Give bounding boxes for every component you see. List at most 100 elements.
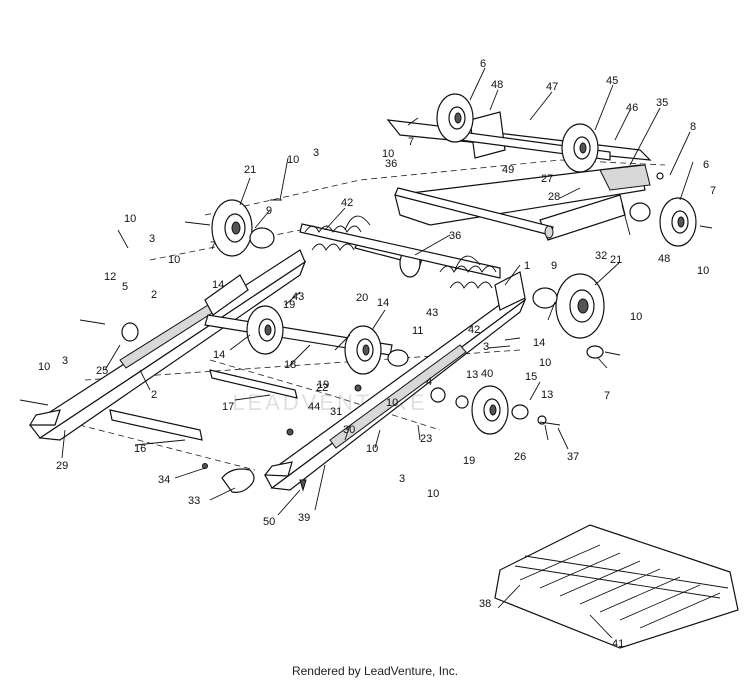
- callout-label: 47: [546, 81, 558, 93]
- callout-label: 18: [284, 359, 296, 371]
- callout-label: 10: [168, 254, 180, 266]
- idler-wheel-19-left: [246, 305, 284, 355]
- callout-label: 21: [610, 254, 622, 266]
- callout-label: 13: [466, 369, 478, 381]
- callout-label: 3: [399, 473, 405, 485]
- callout-label: 3: [62, 355, 68, 367]
- callout-label: 10: [287, 154, 299, 166]
- callout-label: 11: [412, 325, 423, 337]
- callout-label: 10: [124, 213, 136, 225]
- callout-label: 10: [697, 265, 709, 277]
- callout-label: 46: [626, 102, 638, 114]
- callout-label: 29: [56, 460, 68, 472]
- callout-label: 28: [548, 191, 560, 203]
- callout-label: 36: [385, 158, 397, 170]
- callout-label: 2: [151, 289, 157, 301]
- callout-label: 6: [480, 58, 486, 70]
- callout-label: 32: [595, 250, 607, 262]
- idler-wheel-19-middle: [344, 325, 382, 375]
- callout-label: 50: [263, 516, 275, 528]
- callout-label: 14: [377, 297, 389, 309]
- callout-label: 1: [524, 260, 530, 272]
- callout-label: 37: [567, 451, 579, 463]
- callout-label: 7: [604, 390, 610, 402]
- callout-label: 9: [266, 205, 272, 217]
- callout-label: 38: [479, 598, 491, 610]
- idler-wheel-21-right: [555, 273, 605, 339]
- callout-label: 34: [158, 474, 170, 486]
- callout-label: 40: [481, 368, 493, 380]
- callout-label: 48: [491, 79, 503, 91]
- callout-label: 17: [222, 401, 234, 413]
- spacers-and-bearings: [121, 172, 664, 425]
- idler-wheel-21-left: [211, 199, 253, 257]
- idler-wheel-6-rear-left: [436, 93, 474, 143]
- cross-shaft-17: [209, 369, 298, 399]
- callout-label: 10: [382, 148, 394, 160]
- torsion-springs: [304, 215, 497, 289]
- idler-wheel-19-right: [471, 385, 509, 435]
- callout-label: 2: [151, 389, 157, 401]
- callout-label: 7: [710, 185, 716, 197]
- callout-label: 14: [213, 349, 225, 361]
- callout-label: 19: [463, 455, 475, 467]
- idler-wheel-45: [561, 123, 599, 173]
- callout-label: 45: [606, 75, 618, 87]
- callout-label: 3: [313, 147, 319, 159]
- callout-label: 13: [541, 389, 553, 401]
- callout-label: 41: [612, 638, 624, 650]
- callout-label: 15: [525, 371, 537, 383]
- callout-label: 43: [426, 307, 438, 319]
- callout-label: 14: [533, 337, 545, 349]
- callout-label: 10: [38, 361, 50, 373]
- callout-label: 10: [386, 397, 398, 409]
- callout-label: 10: [630, 311, 642, 323]
- callout-label: 20: [356, 292, 368, 304]
- callout-label: 19: [317, 379, 329, 391]
- callout-labels: 1 2 2 3 3 3 3 3 4 5 6 6 7 7 7 7 8 9 9 10…: [38, 58, 716, 650]
- callout-label: 14: [212, 279, 224, 291]
- footer-credit: Rendered by LeadVenture, Inc.: [291, 664, 459, 678]
- callout-label: 9: [551, 260, 557, 272]
- callout-label: 31: [330, 406, 342, 418]
- callout-label: 33: [188, 495, 200, 507]
- callout-label: 10: [427, 488, 439, 500]
- callout-label: 19: [283, 299, 295, 311]
- callout-label: 26: [514, 451, 526, 463]
- callout-label: 23: [420, 433, 432, 445]
- callout-label: 21: [244, 164, 256, 176]
- callout-label: 22: [316, 382, 328, 394]
- callout-label: 10: [366, 443, 378, 455]
- callout-label: 5: [122, 281, 128, 293]
- callout-label: 43: [292, 291, 304, 303]
- callout-label: 8: [690, 121, 696, 133]
- callout-label: 25: [96, 365, 108, 377]
- callout-label: 7: [408, 136, 414, 148]
- bolts: [19, 117, 713, 492]
- callout-label: 48: [658, 253, 670, 265]
- callout-label: 30: [343, 424, 355, 436]
- callout-label: 36: [449, 230, 461, 242]
- callout-label: 10: [539, 357, 551, 369]
- callout-label: 4: [426, 376, 432, 388]
- callout-label: 12: [104, 271, 116, 283]
- track-section: [494, 524, 739, 649]
- callout-label: 3: [149, 233, 155, 245]
- left-slide-rail: [28, 249, 307, 441]
- callout-label: 6: [703, 159, 709, 171]
- callout-label: 42: [341, 197, 353, 209]
- callout-label: 42: [468, 324, 480, 336]
- right-slide-rail: [263, 271, 527, 491]
- idler-wheel-6-rear-right: [659, 197, 697, 247]
- callout-label: 39: [298, 512, 310, 524]
- callout-label: 3: [483, 341, 489, 353]
- callout-label: 7: [210, 240, 216, 252]
- cross-shaft-16: [109, 409, 203, 441]
- callout-label: 35: [656, 97, 668, 109]
- callout-label: 44: [308, 401, 320, 413]
- callout-label: 27: [541, 173, 553, 185]
- leader-lines: [61, 67, 694, 639]
- bumper-33: [221, 468, 255, 493]
- callout-label: 49: [502, 164, 514, 176]
